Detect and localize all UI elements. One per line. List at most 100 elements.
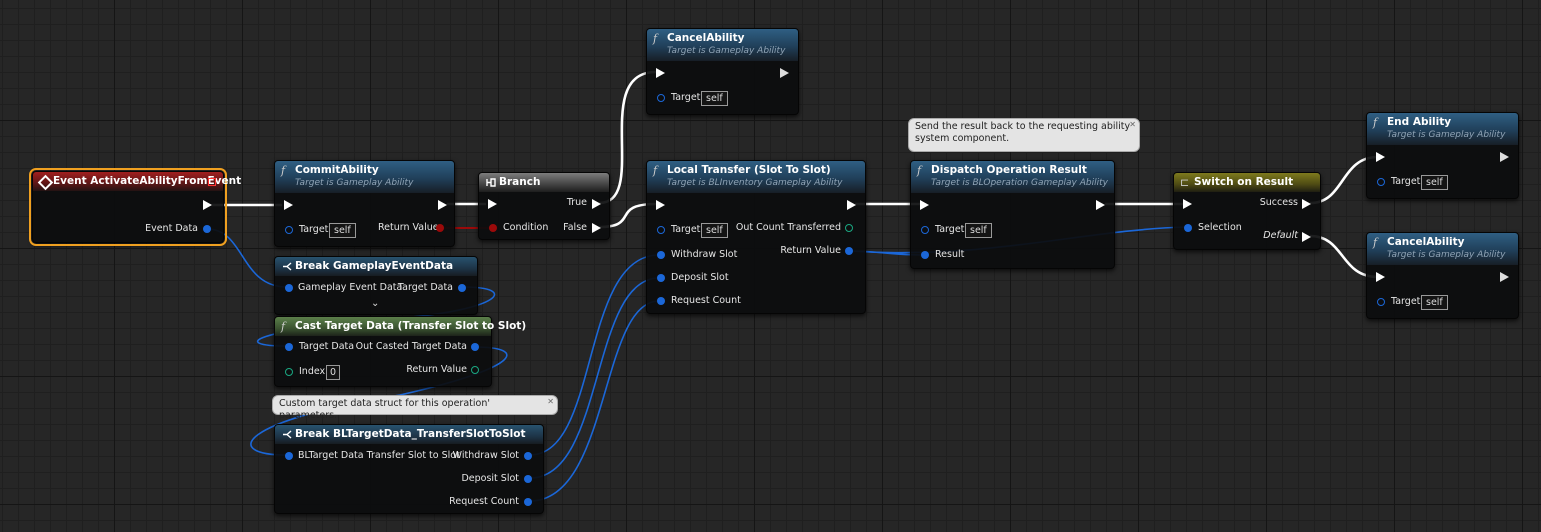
switch-on-result-node[interactable]: ⊏ Switch on Result Success Selection Def… — [1173, 172, 1321, 250]
pin-label: Return Value — [780, 245, 841, 256]
node-subtitle: Target is BLInventory Gameplay Ability — [667, 178, 843, 188]
exec-in-pin[interactable] — [488, 199, 497, 209]
exec-out-pin[interactable] — [780, 68, 789, 78]
comment-text: Send the result back to the requesting a… — [915, 121, 1131, 144]
request-count-pin[interactable] — [657, 297, 665, 305]
target-pin[interactable] — [921, 226, 929, 234]
pin-label: Success — [1259, 197, 1298, 208]
pin-label: True — [566, 197, 587, 208]
out-count-pin[interactable] — [845, 224, 853, 232]
exec-in-pin[interactable] — [1183, 199, 1192, 209]
comment-text: Custom target data struct for this opera… — [279, 398, 490, 421]
target-pin[interactable] — [1377, 178, 1385, 186]
target-data-out-pin[interactable] — [458, 284, 466, 292]
exec-out-pin[interactable] — [1500, 272, 1509, 282]
exec-out-pin[interactable] — [203, 200, 212, 210]
break-bltargetdata-node[interactable]: Break BLTargetData_TransferSlotToSlot BL… — [274, 424, 544, 514]
exec-default-pin[interactable] — [1302, 232, 1311, 242]
exec-in-pin[interactable] — [284, 200, 293, 210]
exec-in-pin[interactable] — [656, 200, 665, 210]
withdraw-slot-out-pin[interactable] — [524, 452, 532, 460]
node-subtitle: Target is Gameplay Ability — [1387, 130, 1506, 140]
pin-label: Return Value — [406, 364, 467, 375]
exec-in-pin[interactable] — [920, 200, 929, 210]
target-pin[interactable] — [657, 94, 665, 102]
return-value-pin[interactable] — [471, 366, 479, 374]
target-self-field[interactable]: self — [1421, 295, 1448, 310]
node-header: f CancelAbility Target is Gameplay Abili… — [647, 29, 798, 61]
target-data-in-pin[interactable] — [285, 343, 293, 351]
target-pin[interactable] — [285, 226, 293, 234]
break-comment-bubble[interactable]: Custom target data struct for this opera… — [272, 395, 558, 421]
cancel-ability-bottom-node[interactable]: f CancelAbility Target is Gameplay Abili… — [1366, 232, 1519, 319]
pin-label: Target — [299, 224, 329, 235]
target-self-field[interactable]: self — [965, 223, 992, 238]
exec-out-pin[interactable] — [1500, 152, 1509, 162]
index-pin[interactable] — [285, 368, 293, 376]
function-icon: f — [1373, 236, 1378, 249]
node-title: CancelAbility — [1387, 236, 1465, 248]
cast-target-data-node[interactable]: f Cast Target Data (Transfer Slot to Slo… — [274, 316, 526, 387]
pin-label: False — [563, 222, 587, 233]
event-activate-ability-node[interactable]: Event ActivateAbilityFromEvent Event Dat… — [29, 168, 241, 246]
exec-success-pin[interactable] — [1302, 199, 1311, 209]
withdraw-slot-pin[interactable] — [657, 251, 665, 259]
pin-label: Target — [671, 224, 701, 235]
exec-out-pin[interactable] — [1096, 200, 1105, 210]
dispatch-comment-bubble[interactable]: Send the result back to the requesting a… — [908, 118, 1140, 152]
node-title: Switch on Result — [1194, 176, 1294, 188]
target-pin[interactable] — [1377, 298, 1385, 306]
comment-close-icon[interactable]: ✕ — [1129, 120, 1136, 129]
exec-in-pin[interactable] — [1376, 152, 1385, 162]
return-value-pin[interactable] — [436, 224, 444, 232]
pin-label: Index — [299, 366, 326, 377]
commit-ability-node[interactable]: f CommitAbility Target is Gameplay Abili… — [274, 160, 455, 247]
node-title: Local Transfer (Slot To Slot) — [667, 164, 831, 176]
struct-wire-deposit — [529, 277, 660, 479]
event-data-pin[interactable] — [203, 225, 211, 233]
stop-square-icon — [208, 178, 216, 186]
exec-out-pin[interactable] — [438, 200, 447, 210]
exec-true-pin[interactable] — [592, 199, 601, 209]
target-pin[interactable] — [657, 226, 665, 234]
break-gameplay-event-data-node[interactable]: Break GameplayEventData Gameplay Event D… — [274, 256, 478, 315]
exec-in-pin[interactable] — [656, 68, 665, 78]
event-diamond-icon — [37, 174, 54, 191]
pin-label: Withdraw Slot — [452, 450, 519, 461]
comment-close-icon[interactable]: ✕ — [547, 397, 554, 406]
branch-node[interactable]: Branch True Condition False — [478, 172, 610, 240]
pin-label: Target — [1391, 296, 1421, 307]
bltarget-data-in-pin[interactable] — [285, 452, 293, 460]
node-header: ⊏ Switch on Result — [1174, 173, 1320, 192]
result-pin[interactable] — [921, 251, 929, 259]
function-icon: f — [1373, 116, 1378, 129]
deposit-slot-out-pin[interactable] — [524, 475, 532, 483]
node-title: Branch — [499, 176, 541, 188]
exec-false-pin[interactable] — [592, 223, 601, 233]
function-icon: f — [281, 164, 286, 177]
exec-out-pin[interactable] — [847, 200, 856, 210]
end-ability-node[interactable]: f End Ability Target is Gameplay Ability… — [1366, 112, 1519, 199]
target-self-field[interactable]: self — [701, 223, 728, 238]
deposit-slot-pin[interactable] — [657, 274, 665, 282]
node-header: Break BLTargetData_TransferSlotToSlot — [275, 425, 543, 444]
selection-pin[interactable] — [1184, 224, 1192, 232]
index-field[interactable]: 0 — [326, 365, 341, 380]
condition-pin[interactable] — [489, 224, 497, 232]
request-count-out-pin[interactable] — [524, 498, 532, 506]
cancel-ability-top-node[interactable]: f CancelAbility Target is Gameplay Abili… — [646, 28, 799, 115]
pin-label: Target Data — [299, 341, 355, 352]
local-transfer-node[interactable]: f Local Transfer (Slot To Slot) Target i… — [646, 160, 866, 314]
chevron-down-icon[interactable]: ⌄ — [371, 298, 380, 309]
dispatch-operation-result-node[interactable]: f Dispatch Operation Result Target is BL… — [910, 160, 1115, 269]
target-self-field[interactable]: self — [329, 223, 356, 238]
target-self-field[interactable]: self — [701, 91, 728, 106]
node-header: f End Ability Target is Gameplay Ability — [1367, 113, 1518, 145]
target-self-field[interactable]: self — [1421, 175, 1448, 190]
node-title: End Ability — [1387, 116, 1452, 128]
gameplay-event-data-pin[interactable] — [285, 284, 293, 292]
out-casted-target-data-pin[interactable] — [471, 343, 479, 351]
exec-in-pin[interactable] — [1376, 272, 1385, 282]
return-value-pin[interactable] — [845, 247, 853, 255]
node-header: Break GameplayEventData — [275, 257, 477, 276]
